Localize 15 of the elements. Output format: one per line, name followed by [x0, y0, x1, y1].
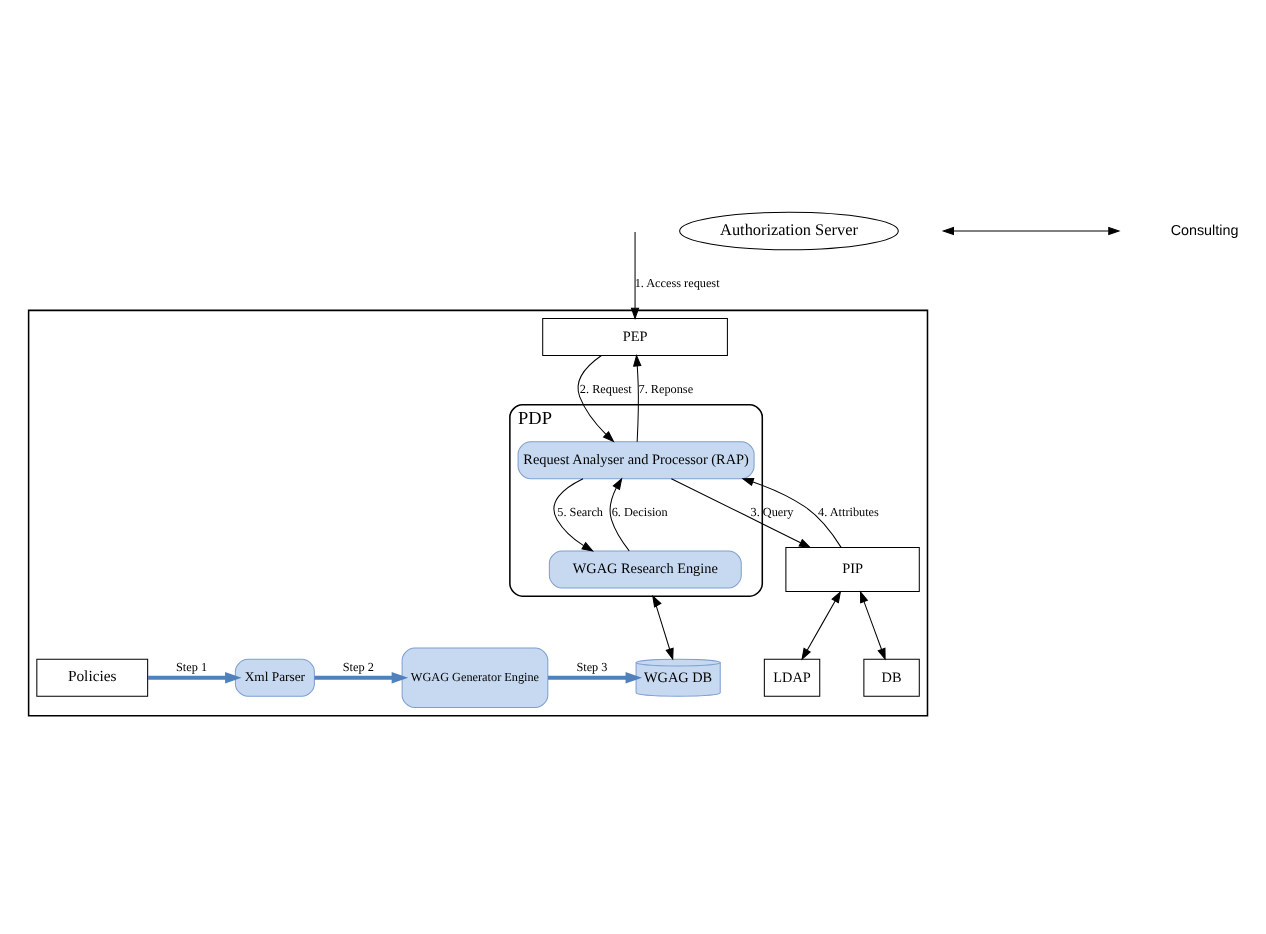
node-ellipse: Authorization Server [679, 210, 899, 250]
arrow [577, 354, 615, 442]
arrow [553, 477, 595, 551]
node-box: Policies [36, 657, 149, 696]
arrow [652, 593, 674, 660]
arrow [548, 670, 643, 683]
arrow [148, 670, 242, 683]
arrow [314, 670, 409, 683]
arrow [741, 476, 842, 547]
arrow [630, 230, 640, 319]
arrow [801, 589, 842, 660]
arrow [609, 476, 630, 551]
arrow [670, 477, 812, 547]
arrow [633, 353, 642, 442]
arrow [859, 589, 886, 660]
